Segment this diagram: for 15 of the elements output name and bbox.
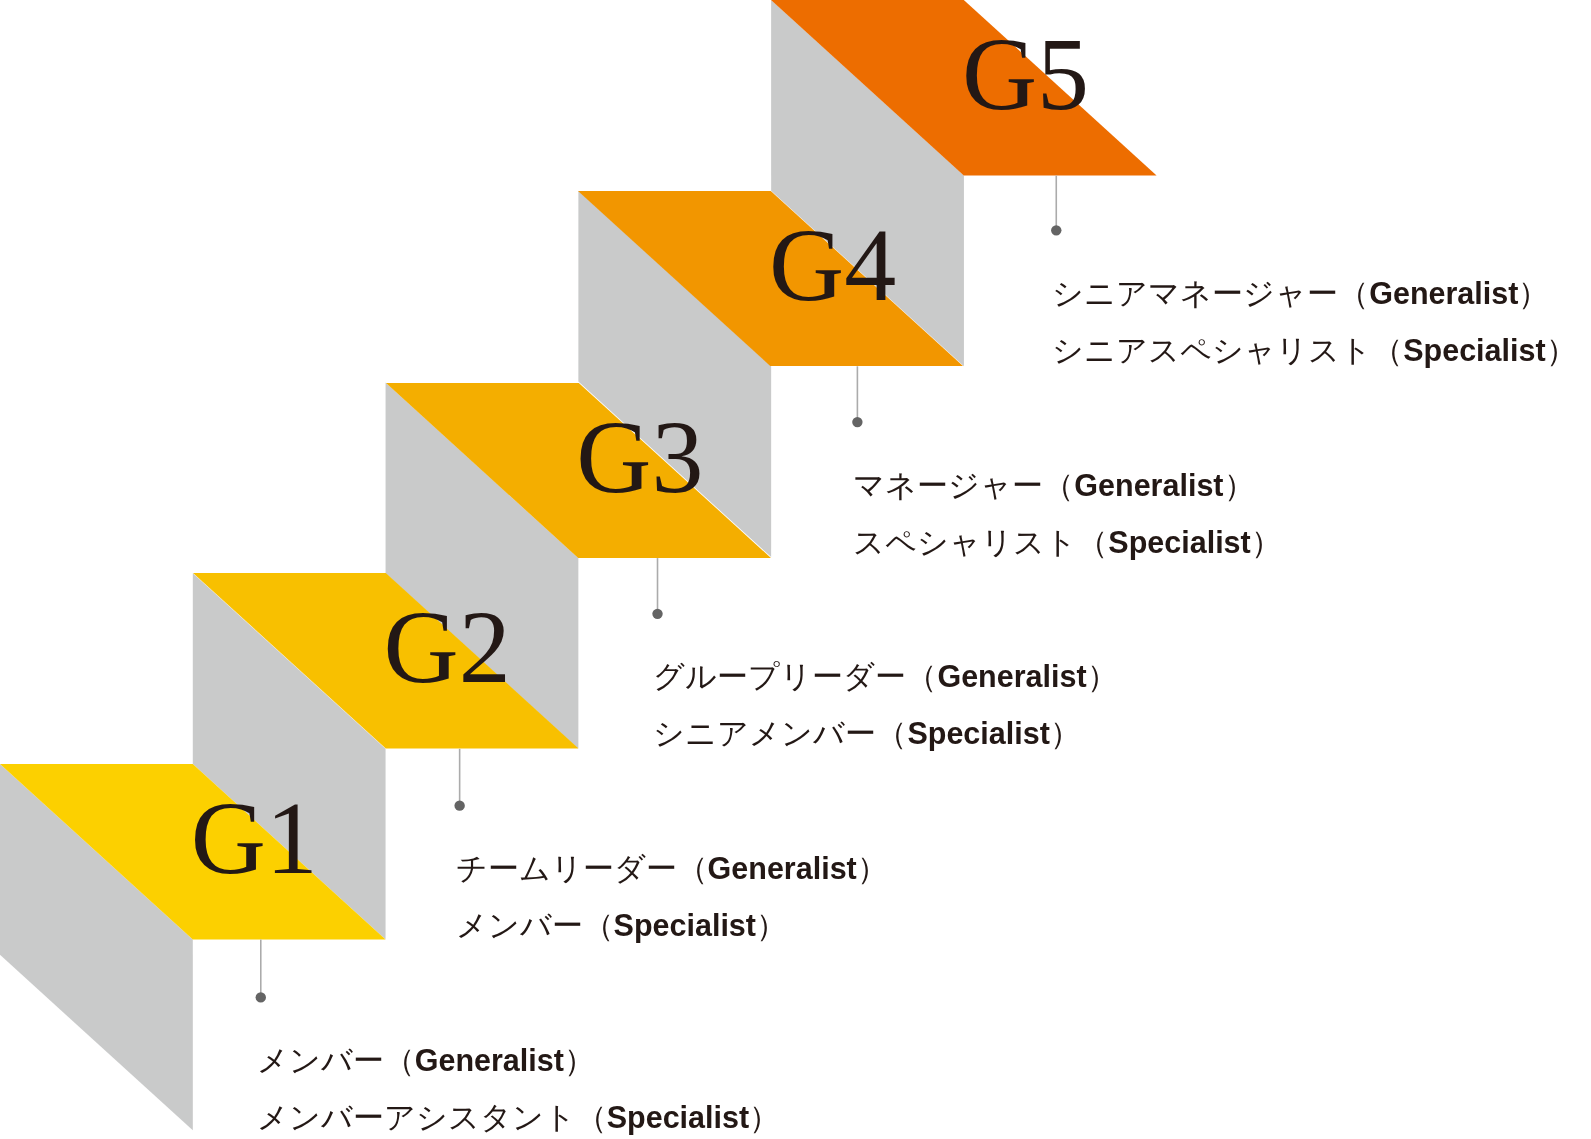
job-title-text: スペシャリスト（Specialist） <box>853 523 1282 562</box>
job-title-text: メンバー（Specialist） <box>455 907 788 945</box>
job-title-text: マネージャー（Generalist） <box>853 466 1256 504</box>
job-title-text: チームリーダー（Generalist） <box>455 850 888 888</box>
job-title-text: シニアスペシャリスト（Specialist） <box>1052 331 1577 370</box>
leader-line <box>454 748 465 811</box>
job-title-text: メンバー（Generalist） <box>256 1041 596 1079</box>
job-title-text: メンバーアシスタント（Specialist） <box>256 1098 781 1137</box>
leader-line <box>652 557 663 620</box>
job-title-text: シニアマネージャー（Generalist） <box>1052 274 1551 312</box>
leader-line <box>255 938 266 1003</box>
leader-line <box>852 365 863 428</box>
job-title-text: シニアメンバー（Specialist） <box>653 715 1082 753</box>
job-title-text: グループリーダー（Generalist） <box>653 658 1118 696</box>
leader-line <box>1051 174 1062 236</box>
